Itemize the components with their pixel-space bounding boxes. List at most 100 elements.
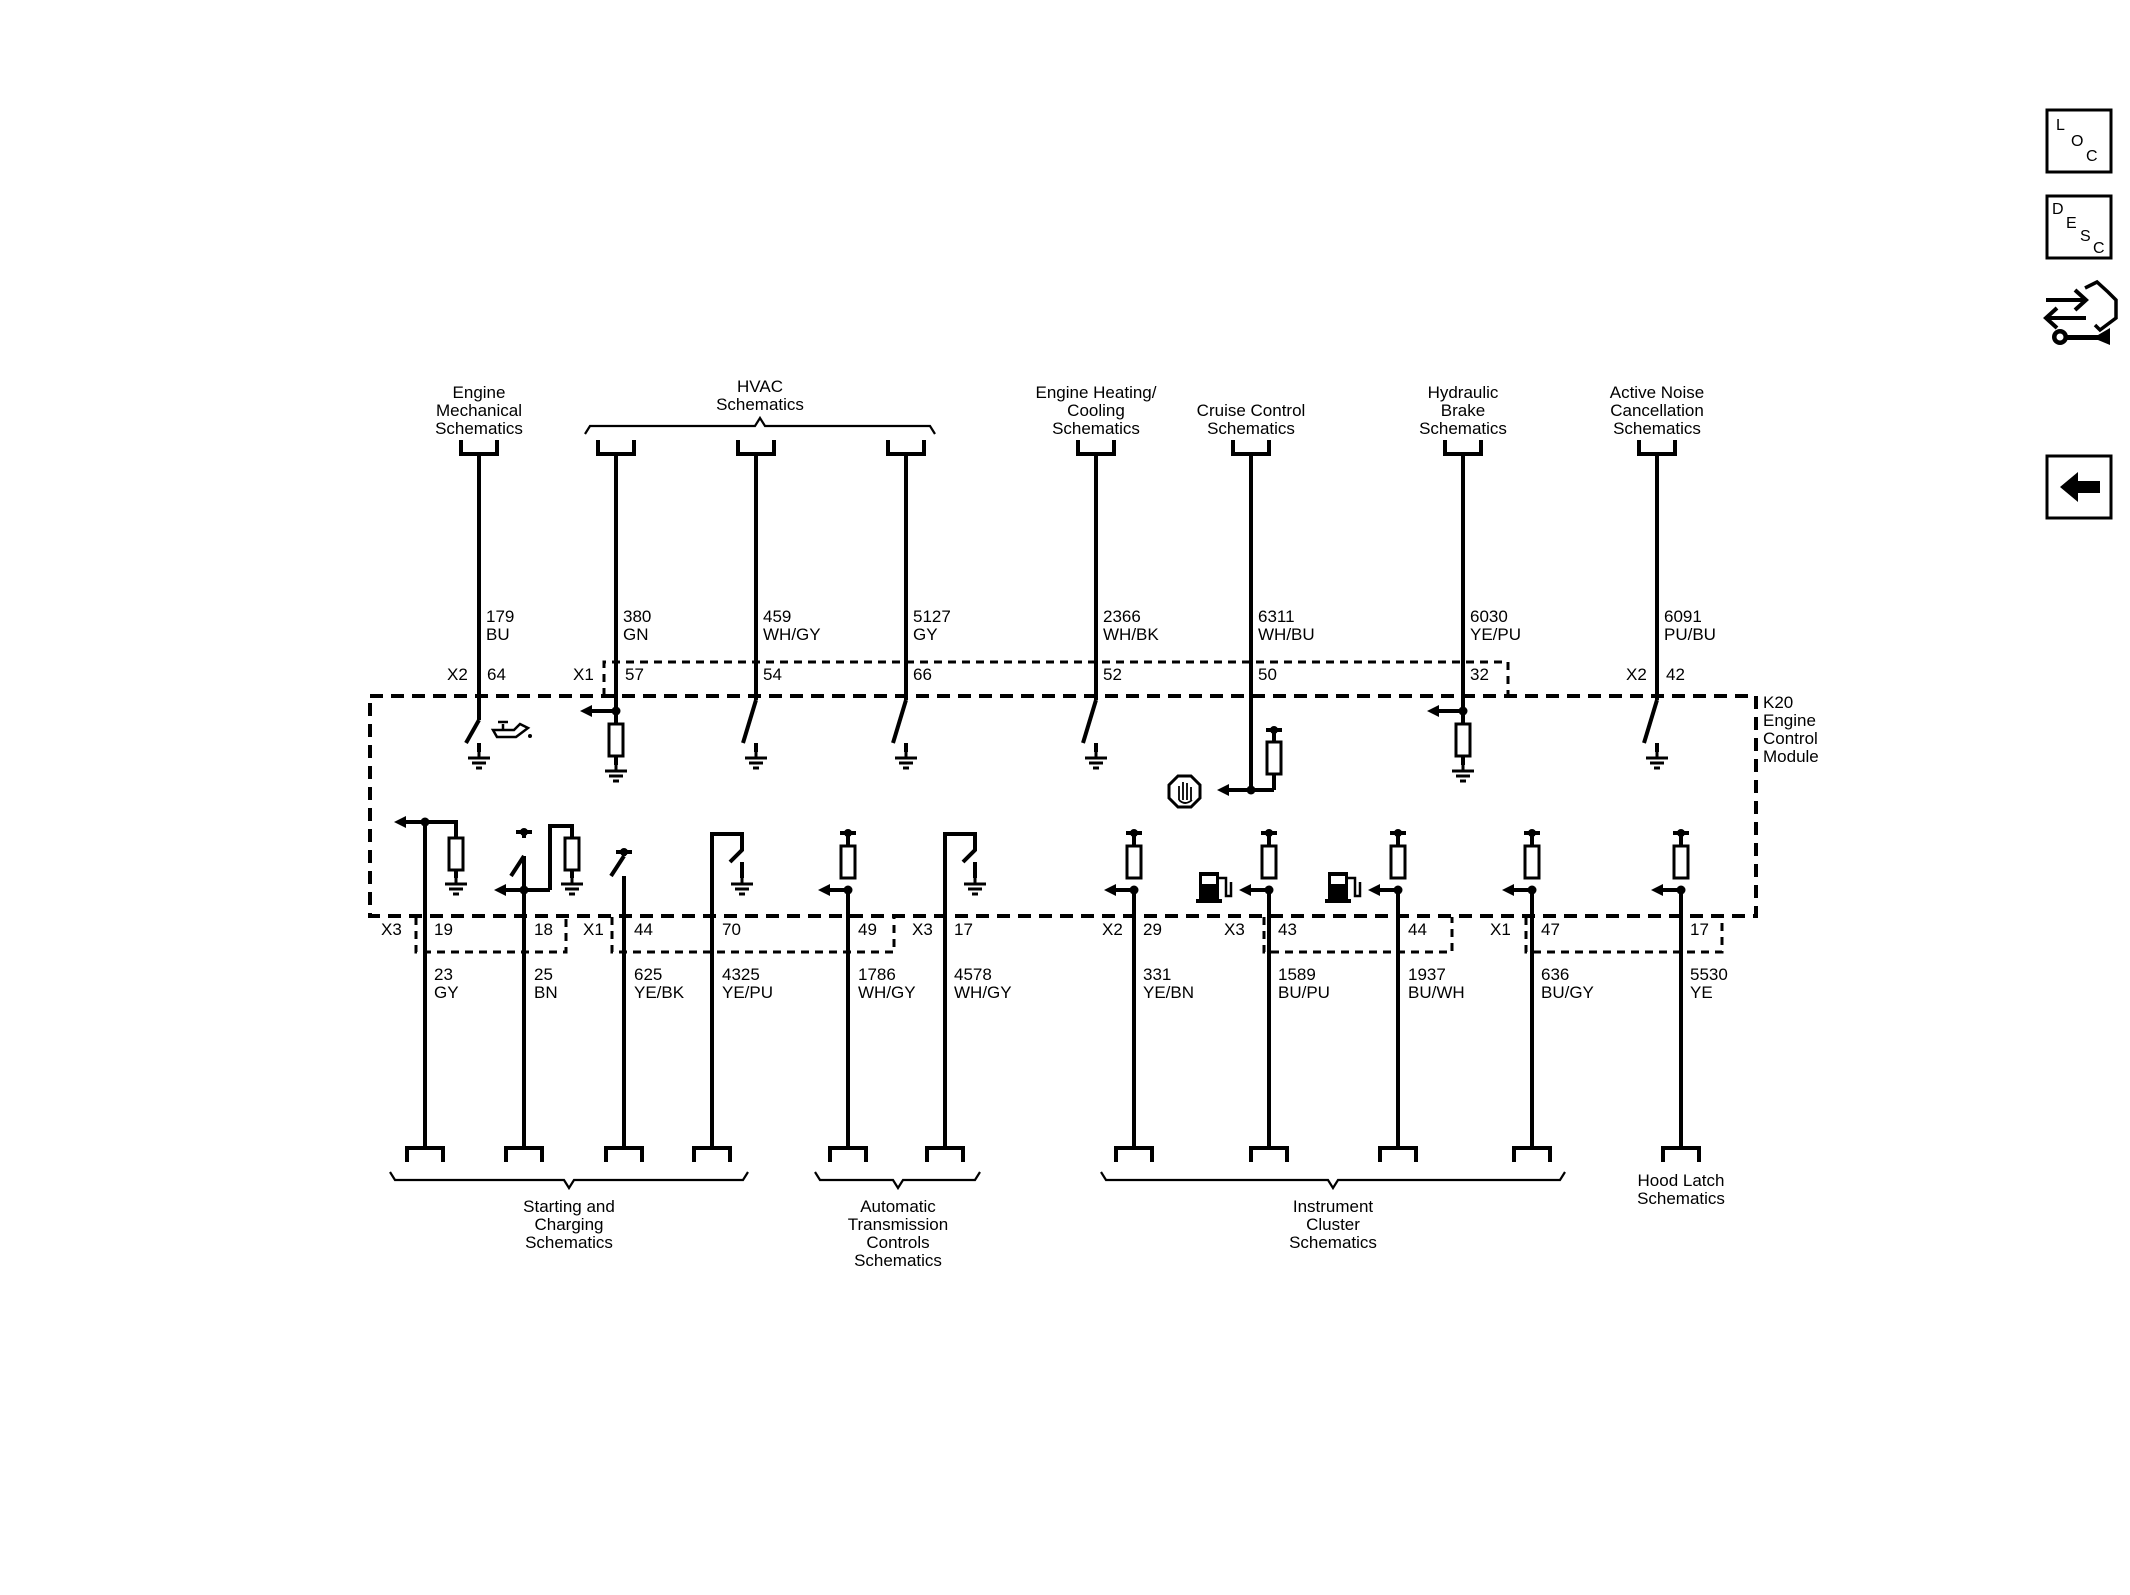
bottom-wire[interactable]: 18 25 BN <box>522 856 558 1148</box>
bottom-wire[interactable]: 17 5530 YE <box>1679 890 1728 1148</box>
svg-text:X2: X2 <box>447 665 468 684</box>
svg-text:44: 44 <box>634 920 653 939</box>
top-wire[interactable]: 6311 WH/BU 50 <box>1249 454 1315 790</box>
svg-text:Cluster: Cluster <box>1306 1215 1360 1234</box>
bottom-wire[interactable]: 44 1937 BU/WH <box>1396 890 1465 1148</box>
svg-text:Automatic: Automatic <box>860 1197 936 1216</box>
top-wire[interactable]: 6091 PU/BU X2 42 <box>1626 454 1716 700</box>
bottom-wire[interactable]: X1 44 625 YE/BK <box>583 894 685 1148</box>
module-name-line: Control <box>1763 729 1818 748</box>
svg-text:Cruise Control: Cruise Control <box>1197 401 1306 420</box>
bottom-group-hood-latch[interactable]: Hood Latch Schematics <box>1637 1146 1725 1208</box>
bottom-wire[interactable]: 70 4325 YE/PU <box>710 838 773 1148</box>
svg-text:Cooling: Cooling <box>1067 401 1125 420</box>
bottom-group-instrument-cluster[interactable]: Instrument Cluster Schematics <box>1100 1146 1566 1252</box>
svg-text:YE/BN: YE/BN <box>1143 983 1194 1002</box>
connector-wrench-icon[interactable] <box>2040 278 2120 350</box>
bottom-wire[interactable]: X2 29 331 YE/BN <box>1102 890 1194 1148</box>
svg-text:X1: X1 <box>583 920 604 939</box>
top-wire[interactable]: 2366 WH/BK 52 <box>1094 454 1159 700</box>
top-wire[interactable]: 179 BU X2 64 <box>447 454 514 720</box>
bottom-group-starting-charging[interactable]: Starting and Charging Schematics <box>389 1146 749 1252</box>
desc-letter-e: E <box>2066 215 2077 232</box>
svg-text:52: 52 <box>1103 665 1122 684</box>
top-wire[interactable]: 380 GN X1 57 <box>573 454 651 724</box>
svg-text:6311: 6311 <box>1258 607 1295 626</box>
svg-text:Schematics: Schematics <box>1637 1189 1725 1208</box>
svg-text:6030: 6030 <box>1470 607 1508 626</box>
svg-text:Schematics: Schematics <box>525 1233 613 1252</box>
top-group-engine-heating[interactable]: Engine Heating/ Cooling Schematics <box>1036 383 1157 456</box>
svg-text:Schematics: Schematics <box>1613 419 1701 438</box>
svg-text:Schematics: Schematics <box>1419 419 1507 438</box>
svg-text:2366: 2366 <box>1103 607 1141 626</box>
svg-text:331: 331 <box>1143 965 1171 984</box>
svg-text:HVAC: HVAC <box>737 377 783 396</box>
svg-text:Hydraulic: Hydraulic <box>1428 383 1499 402</box>
svg-text:YE/BK: YE/BK <box>634 983 685 1002</box>
svg-text:42: 42 <box>1666 665 1685 684</box>
svg-text:6091: 6091 <box>1664 607 1702 626</box>
module-name-line: Engine <box>1763 711 1816 730</box>
loc-letter-l: L <box>2056 117 2065 134</box>
svg-text:70: 70 <box>722 920 741 939</box>
top-wire[interactable]: 6030 YE/PU 32 <box>1461 454 1521 724</box>
top-group-hydraulic-brake[interactable]: Hydraulic Brake Schematics <box>1419 383 1507 456</box>
svg-text:BU: BU <box>486 625 510 644</box>
top-internal-circuits <box>464 699 1670 809</box>
desc-button[interactable]: D E S C <box>2045 194 2113 260</box>
svg-text:WH/GY: WH/GY <box>858 983 916 1002</box>
svg-text:GY: GY <box>913 625 938 644</box>
svg-text:19: 19 <box>434 920 453 939</box>
svg-text:Schematics: Schematics <box>716 395 804 414</box>
svg-text:Engine: Engine <box>453 383 506 402</box>
bottom-wire[interactable]: X3 19 23 GY <box>381 822 459 1148</box>
svg-text:GN: GN <box>623 625 649 644</box>
svg-text:X3: X3 <box>912 920 933 939</box>
svg-text:Schematics: Schematics <box>1052 419 1140 438</box>
svg-text:YE/PU: YE/PU <box>722 983 773 1002</box>
top-group-active-noise[interactable]: Active Noise Cancellation Schematics <box>1610 383 1704 456</box>
svg-text:29: 29 <box>1143 920 1162 939</box>
svg-text:Schematics: Schematics <box>854 1251 942 1270</box>
svg-text:GY: GY <box>434 983 459 1002</box>
svg-text:54: 54 <box>763 665 782 684</box>
bottom-wire[interactable]: 49 1786 WH/GY <box>846 890 916 1148</box>
svg-text:380: 380 <box>623 607 651 626</box>
top-wire[interactable]: 5127 GY 66 <box>904 454 951 700</box>
bottom-wire[interactable]: X1 47 636 BU/GY <box>1490 890 1594 1148</box>
svg-text:4325: 4325 <box>722 965 760 984</box>
module-label: K20 Engine Control Module <box>1763 693 1819 766</box>
bottom-wire[interactable]: X3 17 4578 WH/GY <box>912 838 1012 1148</box>
svg-text:X1: X1 <box>1490 920 1511 939</box>
svg-text:X2: X2 <box>1626 665 1647 684</box>
svg-text:Schematics: Schematics <box>435 419 523 438</box>
top-wire[interactable]: 459 WH/GY 54 <box>754 454 821 700</box>
back-button[interactable] <box>2045 454 2113 520</box>
loc-button[interactable]: L O C <box>2045 108 2113 174</box>
fuel-pump-icon <box>1196 872 1233 903</box>
svg-text:Controls: Controls <box>866 1233 929 1252</box>
top-group-engine-mechanical[interactable]: Engine Mechanical Schematics <box>435 383 523 456</box>
svg-text:66: 66 <box>913 665 932 684</box>
top-group-cruise-control[interactable]: Cruise Control Schematics <box>1197 401 1306 456</box>
svg-text:WH/BK: WH/BK <box>1103 625 1159 644</box>
svg-text:1786: 1786 <box>858 965 896 984</box>
svg-text:Schematics: Schematics <box>1289 1233 1377 1252</box>
svg-text:YE/PU: YE/PU <box>1470 625 1521 644</box>
top-group-hvac[interactable]: HVAC Schematics <box>584 377 936 456</box>
svg-text:BU/WH: BU/WH <box>1408 983 1465 1002</box>
svg-text:32: 32 <box>1470 665 1489 684</box>
svg-text:50: 50 <box>1258 665 1277 684</box>
svg-text:49: 49 <box>858 920 877 939</box>
svg-text:Transmission: Transmission <box>848 1215 948 1234</box>
svg-text:1937: 1937 <box>1408 965 1446 984</box>
svg-text:47: 47 <box>1541 920 1560 939</box>
svg-text:BU/GY: BU/GY <box>1541 983 1594 1002</box>
bottom-wire[interactable]: X3 43 1589 BU/PU <box>1224 890 1330 1148</box>
desc-letter-d: D <box>2052 201 2064 218</box>
svg-text:459: 459 <box>763 607 791 626</box>
svg-text:X3: X3 <box>381 920 402 939</box>
bottom-group-automatic-transmission[interactable]: Automatic Transmission Controls Schemati… <box>814 1146 981 1270</box>
